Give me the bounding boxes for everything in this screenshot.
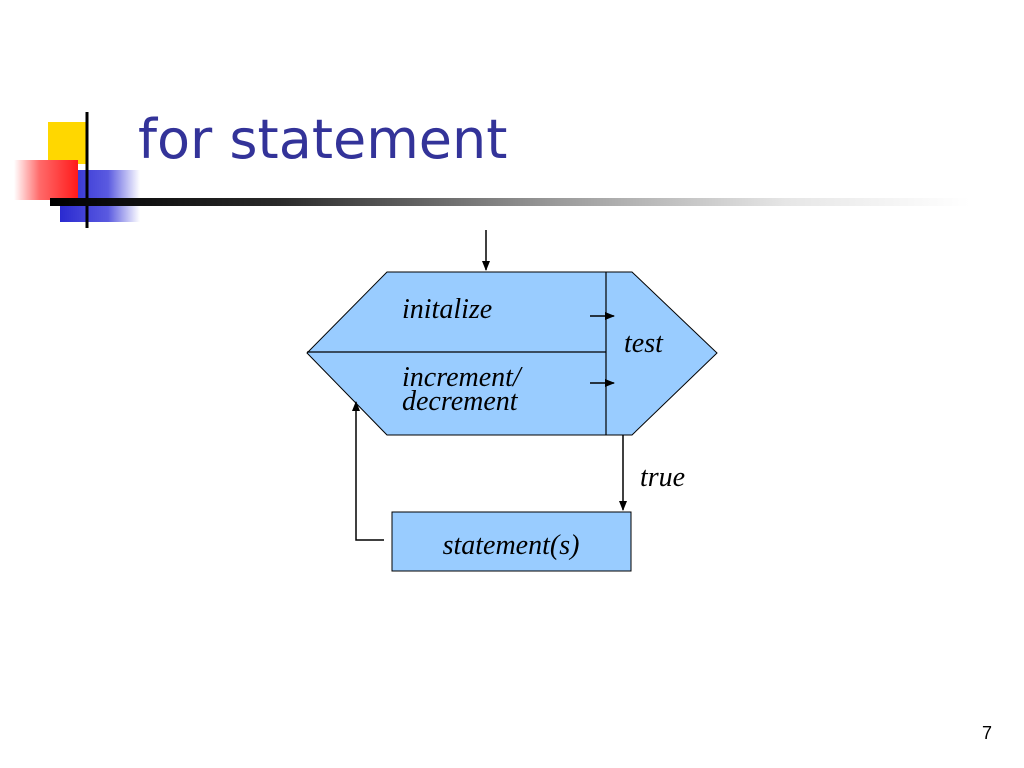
increment-label: increment/ <box>402 362 523 393</box>
initialize-label: initalize <box>402 294 492 325</box>
slide-title: for statement <box>138 108 508 171</box>
slide-logo <box>14 112 140 228</box>
statements-box <box>391 511 632 572</box>
decrement-label: decrement <box>402 386 519 417</box>
logo-yellow-square <box>48 122 88 164</box>
logo-red-square <box>14 160 78 200</box>
true-label: true <box>640 462 685 493</box>
title-underline <box>50 198 970 206</box>
statements-label: statement(s) <box>443 530 580 561</box>
test-label: test <box>624 328 664 359</box>
page-number: 7 <box>981 723 992 743</box>
loop-back-arrow <box>352 401 384 541</box>
